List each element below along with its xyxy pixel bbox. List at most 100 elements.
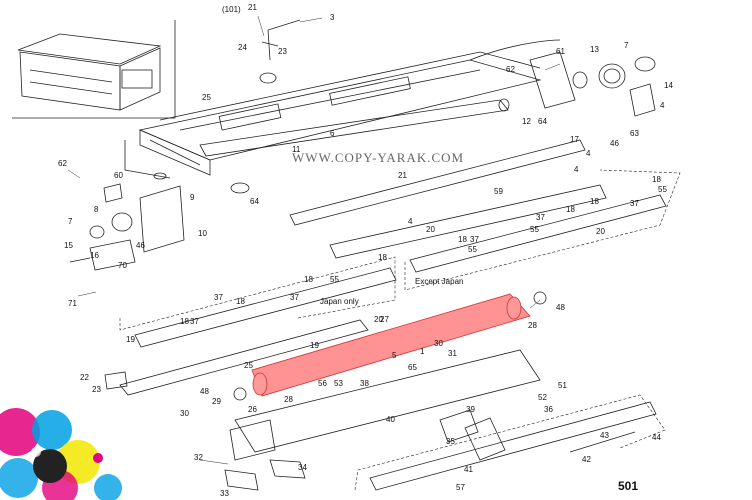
- callout-18: 18: [378, 253, 387, 262]
- upper-frame-assembly: [124, 19, 561, 180]
- callout-18: 18: [304, 275, 313, 284]
- callout-40: 40: [386, 415, 395, 424]
- callout-7: 7: [68, 217, 73, 226]
- copier-thumbnail: [12, 20, 176, 119]
- callout-71: 71: [68, 299, 77, 308]
- callout-20: 20: [596, 227, 605, 236]
- callout-37: 37: [214, 293, 223, 302]
- japan-only-caption: Japan only: [320, 297, 359, 306]
- callout-31: 31: [448, 349, 457, 358]
- callout-3: 3: [330, 13, 335, 22]
- callout-46: 46: [136, 241, 145, 250]
- page-number: 501: [618, 479, 638, 493]
- callout-5: 5: [392, 351, 397, 360]
- callout-33: 33: [220, 489, 229, 498]
- callout-38: 38: [360, 379, 369, 388]
- callout-4: 4: [574, 165, 579, 174]
- callout-55: 55: [330, 275, 339, 284]
- callout-4: 4: [586, 149, 591, 158]
- callout-64: 64: [538, 117, 547, 126]
- right-gears: [529, 51, 656, 117]
- callout-36: 36: [544, 405, 553, 414]
- callout-4: 4: [408, 217, 413, 226]
- callout-37: 37: [536, 213, 545, 222]
- callout-29: 29: [212, 397, 221, 406]
- callout-16: 16: [90, 251, 99, 260]
- callout-42: 42: [582, 455, 591, 464]
- upper-lamp-tube: [199, 98, 510, 157]
- callout-53: 53: [334, 379, 343, 388]
- callout-63: 63: [630, 129, 639, 138]
- callout-43: 43: [600, 431, 609, 440]
- callout-64: 64: [250, 197, 259, 206]
- callout-37: 37: [470, 235, 479, 244]
- callout-61: 61: [556, 47, 565, 56]
- color-circles-logo: [0, 408, 122, 500]
- callout-13: 13: [590, 45, 599, 54]
- callout-18: 18: [180, 317, 189, 326]
- callout-57: 57: [456, 483, 465, 492]
- callout-15: 15: [64, 241, 73, 250]
- callout-65: 65: [408, 363, 417, 372]
- callout-14: 14: [664, 81, 673, 90]
- upper-rail-assembly: [289, 139, 681, 291]
- callout-21: 21: [398, 171, 407, 180]
- callout-25: 25: [202, 93, 211, 102]
- callout-20: 20: [374, 315, 383, 324]
- callout-22: 22: [80, 373, 89, 382]
- callout-18: 18: [458, 235, 467, 244]
- callout-46: 46: [610, 139, 619, 148]
- callout-30: 30: [180, 409, 189, 418]
- callout-37: 37: [290, 293, 299, 302]
- callout-12: 12: [522, 117, 531, 126]
- callout-55: 55: [530, 225, 539, 234]
- callout-1: 1: [420, 347, 425, 356]
- callout-55: 55: [468, 245, 477, 254]
- callout-60: 60: [114, 171, 123, 180]
- callout-26: 26: [248, 405, 257, 414]
- callout-18: 18: [236, 297, 245, 306]
- callout-32: 32: [194, 453, 203, 462]
- callout-44: 44: [652, 433, 661, 442]
- callout-48: 48: [200, 387, 209, 396]
- callout-28: 28: [284, 395, 293, 404]
- callout-18: 18: [566, 205, 575, 214]
- callout-7: 7: [624, 41, 629, 50]
- callout-21: 21: [248, 3, 257, 12]
- callout-59: 59: [494, 187, 503, 196]
- callout-37: 37: [630, 199, 639, 208]
- callout-28: 28: [528, 321, 537, 330]
- callout-23: 23: [92, 385, 101, 394]
- bottom-rail-assembly: [354, 394, 666, 491]
- callout-70: 70: [118, 261, 127, 270]
- callout-4: 4: [660, 101, 665, 110]
- highlighted-roller: [251, 293, 531, 397]
- callout-24: 24: [238, 43, 247, 52]
- watermark-text: WWW.COPY-YARAK.COM: [292, 150, 464, 165]
- callout-18: 18: [652, 175, 661, 184]
- callout-18: 18: [590, 197, 599, 206]
- callout-27: 27: [380, 315, 389, 324]
- callout-11: 11: [292, 145, 301, 154]
- callout-23: 23: [278, 47, 287, 56]
- callout-39: 39: [466, 405, 475, 414]
- callout-52: 52: [538, 393, 547, 402]
- callout-6: 6: [330, 129, 335, 138]
- callout-51: 51: [558, 381, 567, 390]
- left-bracket-assembly: [69, 182, 250, 271]
- callout-62: 62: [506, 65, 515, 74]
- callout-25: 25: [244, 361, 253, 370]
- japan-only-rail: [119, 256, 397, 348]
- callout-48: 48: [556, 303, 565, 312]
- callout-41: 41: [464, 465, 473, 474]
- callout-10: 10: [198, 229, 207, 238]
- callout-19: 19: [126, 335, 135, 344]
- callout-35: 35: [446, 437, 455, 446]
- callout-30: 30: [434, 339, 443, 348]
- callout-34: 34: [298, 463, 307, 472]
- callout-101: (101): [222, 5, 241, 14]
- callout-17: 17: [570, 135, 579, 144]
